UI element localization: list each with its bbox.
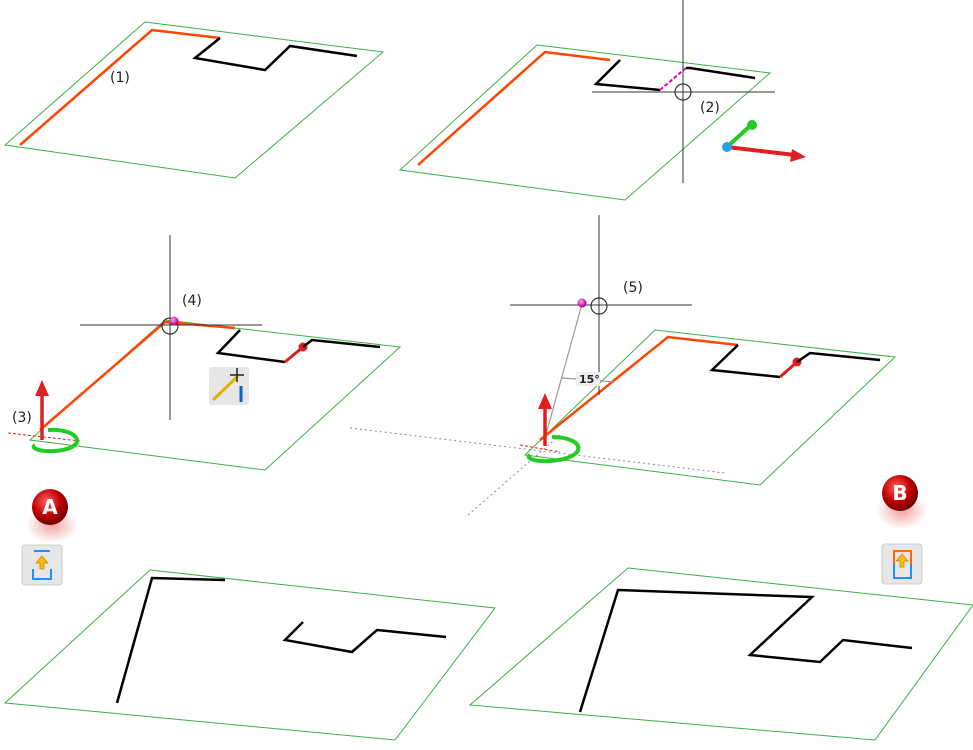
svg-text:B: B	[892, 481, 907, 505]
angle-value: 15°	[579, 373, 600, 386]
panel-3: (4) (3)	[7, 235, 402, 471]
badge-b: B	[876, 475, 928, 529]
svg-text:A: A	[42, 495, 58, 519]
sketch-line	[796, 351, 881, 364]
preview-edge	[659, 67, 687, 91]
sketch-line	[115, 576, 226, 704]
guide-line	[349, 427, 726, 474]
selected-edge	[39, 320, 236, 431]
selected-edge	[417, 50, 611, 166]
draw-line-icon[interactable]	[209, 367, 249, 405]
selected-edge	[19, 28, 221, 146]
rotate-handle-icon	[7, 380, 81, 454]
panel-4: 15° (5)	[349, 215, 897, 516]
badge-a: A	[26, 489, 78, 543]
guide-line	[467, 434, 561, 516]
sketch-line	[192, 37, 358, 72]
axis-triad-icon	[722, 120, 806, 162]
work-plane	[523, 329, 897, 486]
result-b	[468, 567, 973, 741]
angle-badge	[576, 372, 600, 386]
step-label: (3)	[12, 410, 32, 426]
crosshair-cursor	[80, 235, 262, 420]
angle-leg	[544, 303, 583, 439]
sketch-line	[302, 338, 381, 349]
sketch-line	[282, 621, 447, 654]
step-label: (1)	[110, 70, 130, 86]
rotate-handle-icon	[519, 393, 581, 464]
step-label: (2)	[700, 100, 720, 116]
insert-plane-alt-icon[interactable]	[881, 543, 923, 585]
snap-point	[577, 298, 587, 308]
work-plane	[3, 569, 496, 741]
work-plane	[468, 567, 973, 741]
selected-edge	[539, 335, 739, 441]
sketch-line	[215, 329, 286, 364]
work-plane	[3, 21, 385, 179]
snap-point	[169, 316, 179, 326]
sketch-line	[686, 66, 756, 80]
work-plane	[398, 44, 772, 201]
panel-2: (2)	[398, 0, 806, 201]
step-label: (5)	[623, 280, 643, 296]
sketch-line	[709, 344, 781, 379]
crosshair-cursor	[592, 0, 775, 183]
sketch-line	[578, 588, 913, 713]
panel-1: (1)	[3, 21, 385, 179]
sketch-line	[593, 59, 661, 92]
result-a	[3, 569, 496, 741]
crosshair-cursor	[510, 215, 692, 395]
step-label: (4)	[182, 293, 202, 309]
insert-plane-icon[interactable]	[21, 544, 63, 586]
